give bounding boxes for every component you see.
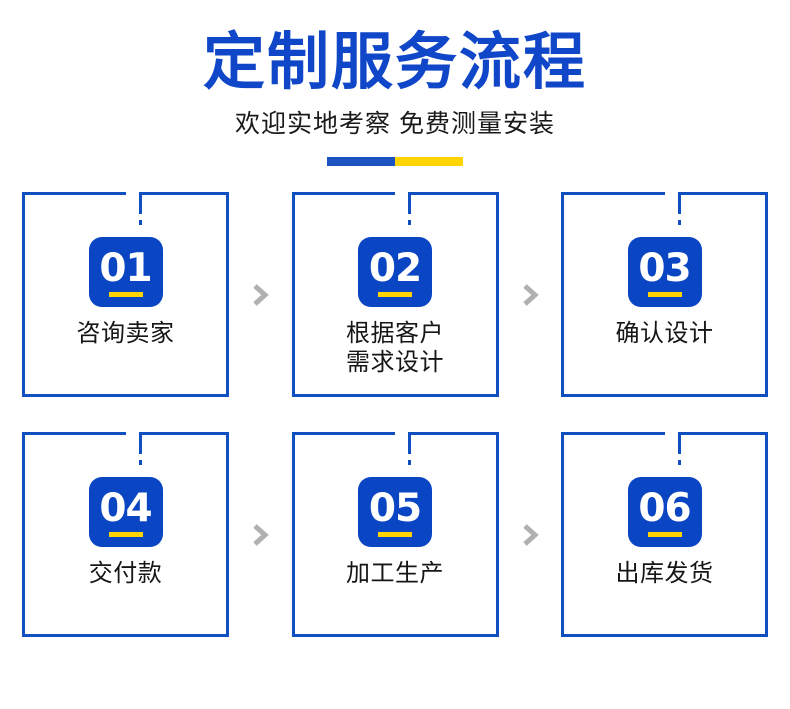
corner-dot-icon [138, 460, 142, 466]
badge-underline [378, 532, 412, 538]
page-title: 定制服务流程 [202, 28, 587, 97]
step-number-badge: 05 [358, 477, 432, 548]
corner-tick-mark-icon [138, 192, 142, 215]
step-label: 根据客户 需求设计 [346, 320, 444, 377]
step-number-badge: 03 [627, 237, 702, 308]
page-subtitle: 欢迎实地考察 免费测量安装 [235, 110, 555, 139]
step-label: 咨询卖家 [76, 320, 175, 348]
corner-dot-icon [677, 220, 681, 226]
step-number: 05 [368, 486, 422, 532]
step-number-badge: 02 [358, 237, 432, 308]
steps-container: 01 咨询卖家 02 根据客户 需求设计 [0, 190, 790, 638]
step-card-05[interactable]: 05 加工生产 [291, 430, 499, 638]
page-header: 定制服务流程 欢迎实地考察 免费测量安装 [0, 0, 790, 167]
corner-notch [664, 430, 679, 438]
step-number-badge: 04 [88, 477, 163, 548]
step-number: 04 [99, 486, 152, 532]
corner-tick-mark-icon [138, 432, 142, 455]
step-separator-arrow-1 [229, 192, 292, 397]
badge-underline [108, 532, 143, 538]
step-separator-arrow-3 [229, 432, 292, 637]
corner-tick-mark-icon [408, 432, 411, 455]
step-card-02[interactable]: 02 根据客户 需求设计 [291, 190, 499, 398]
step-row-1: 01 咨询卖家 02 根据客户 需求设计 [22, 190, 768, 398]
corner-dot-icon [677, 460, 681, 466]
step-number: 02 [368, 246, 422, 292]
step-number: 03 [638, 246, 691, 292]
divider-segment-yellow [395, 157, 463, 167]
title-divider [327, 157, 463, 167]
step-label: 加工生产 [346, 560, 444, 588]
corner-notch [664, 190, 679, 198]
step-separator-arrow-2 [499, 192, 562, 397]
step-number-badge: 01 [88, 237, 163, 308]
chevron-right-icon [523, 523, 539, 546]
corner-dot-icon [408, 220, 411, 226]
step-row-2: 04 交付款 05 加工生产 [22, 430, 768, 638]
corner-notch [125, 430, 140, 438]
badge-underline [647, 532, 682, 538]
chevron-right-icon [253, 283, 269, 306]
corner-tick-mark-icon [408, 192, 411, 215]
step-label: 确认设计 [615, 320, 714, 348]
corner-notch [395, 430, 409, 438]
step-number: 06 [638, 486, 691, 532]
chevron-right-icon [253, 523, 269, 546]
step-card-03[interactable]: 03 确认设计 [561, 190, 768, 398]
badge-underline [378, 292, 412, 298]
badge-underline [108, 292, 143, 298]
corner-notch [125, 190, 140, 198]
step-separator-arrow-4 [499, 432, 562, 637]
step-number: 01 [99, 246, 152, 292]
corner-dot-icon [138, 220, 142, 226]
corner-tick-mark-icon [677, 432, 681, 455]
badge-underline [647, 292, 682, 298]
chevron-right-icon [523, 283, 539, 306]
step-card-01[interactable]: 01 咨询卖家 [22, 190, 229, 398]
step-number-badge: 06 [627, 477, 702, 548]
step-label: 交付款 [88, 560, 163, 588]
step-card-06[interactable]: 06 出库发货 [561, 430, 768, 638]
corner-notch [395, 190, 409, 198]
divider-segment-blue [327, 157, 395, 167]
step-card-04[interactable]: 04 交付款 [22, 430, 229, 638]
corner-dot-icon [408, 460, 411, 466]
step-label: 出库发货 [615, 560, 714, 588]
corner-tick-mark-icon [677, 192, 681, 215]
